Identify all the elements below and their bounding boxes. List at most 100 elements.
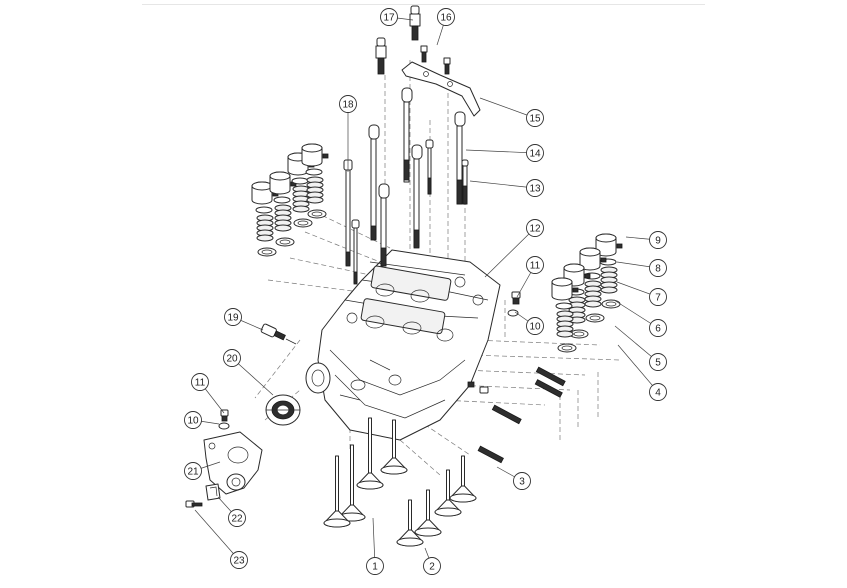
callout-circle — [526, 219, 544, 237]
callout-leader — [194, 509, 240, 561]
callout-label: 13 — [529, 184, 541, 195]
callout-circle — [526, 179, 544, 197]
callout-label: 14 — [529, 149, 541, 160]
bracket — [205, 483, 221, 501]
callout-21: 21 — [184, 461, 221, 480]
callout-14: 14 — [465, 144, 544, 162]
callout-1: 1 — [366, 517, 384, 575]
left-valvetrain — [251, 143, 329, 257]
head-bolts — [343, 87, 469, 285]
callout-10: 10 — [514, 311, 544, 335]
callout-7: 7 — [616, 281, 667, 306]
callout-label: 6 — [655, 324, 661, 335]
callout-circle — [649, 319, 667, 337]
callout-label: 9 — [655, 236, 661, 247]
callout-label: 3 — [519, 477, 525, 488]
callout-15: 15 — [479, 97, 544, 127]
callout-10: 10 — [184, 411, 220, 429]
callout-3: 3 — [496, 466, 531, 490]
callout-label: 17 — [383, 13, 395, 24]
callout-label: 10 — [187, 416, 199, 427]
callout-leader — [479, 97, 536, 119]
callout-label: 2 — [429, 562, 435, 573]
callout-leader — [484, 227, 536, 278]
callout-leader — [617, 344, 659, 393]
callout-label: 20 — [226, 354, 238, 365]
studs — [467, 366, 566, 464]
callout-label: 11 — [195, 378, 206, 389]
callout-label: 12 — [529, 224, 541, 235]
callout-circle — [191, 373, 209, 391]
callout-label: 22 — [231, 514, 243, 525]
callout-9: 9 — [625, 231, 667, 249]
callout-17: 17 — [380, 8, 414, 26]
spark-plugs — [375, 5, 421, 75]
callout-label: 19 — [227, 313, 239, 324]
cylinder-head — [305, 249, 501, 441]
callout-circle — [526, 109, 544, 127]
callout-circle — [423, 557, 441, 575]
callout-label: 8 — [655, 264, 661, 275]
callout-16: 16 — [436, 8, 455, 46]
housing-bolt — [185, 500, 203, 508]
callout-label: 15 — [529, 114, 541, 125]
callout-leader — [231, 357, 274, 396]
callout-circle — [366, 557, 384, 575]
callout-label: 11 — [530, 261, 541, 272]
valves — [323, 417, 477, 547]
callout-circle — [526, 256, 544, 274]
callout-label: 18 — [342, 100, 354, 111]
callout-22: 22 — [217, 496, 246, 527]
callout-circle — [649, 259, 667, 277]
callout-circle — [437, 8, 455, 26]
callout-circle — [526, 144, 544, 162]
right-valvetrain — [551, 233, 623, 353]
callout-8: 8 — [616, 259, 667, 277]
callout-18: 18 — [339, 95, 357, 172]
callout-leader — [614, 325, 659, 363]
callout-19: 19 — [224, 308, 264, 331]
thermostat-housing — [203, 431, 263, 495]
callout-6: 6 — [613, 299, 667, 337]
callout-leader — [465, 149, 536, 154]
chain-guide — [401, 45, 481, 117]
callout-2: 2 — [423, 547, 441, 575]
callout-circle — [649, 353, 667, 371]
callout-circle — [184, 411, 202, 429]
callout-circle — [230, 551, 248, 569]
callout-circle — [649, 231, 667, 249]
callout-circle — [339, 95, 357, 113]
callout-20: 20 — [223, 349, 274, 396]
callout-12: 12 — [484, 219, 544, 278]
callout-11: 11 — [191, 373, 225, 414]
callout-label: 23 — [233, 556, 245, 567]
callout-circle — [184, 462, 202, 480]
callout-label: 4 — [655, 388, 661, 399]
temp-sensor — [260, 323, 297, 345]
callout-leader — [469, 180, 536, 189]
callout-label: 10 — [529, 322, 541, 333]
callout-circle — [649, 288, 667, 306]
callout-circle — [228, 509, 246, 527]
callout-circle — [526, 317, 544, 335]
callout-circle — [223, 349, 241, 367]
bolt-washer-right — [507, 291, 521, 317]
callout-circle — [513, 472, 531, 490]
thermostat — [265, 394, 301, 426]
callout-11: 11 — [516, 256, 544, 298]
callout-circle — [380, 8, 398, 26]
callout-circle — [224, 308, 242, 326]
callout-4: 4 — [617, 344, 667, 401]
callout-label: 21 — [187, 467, 199, 478]
callout-13: 13 — [469, 179, 544, 197]
callout-5: 5 — [614, 325, 667, 371]
top-rule — [142, 4, 705, 5]
callout-23: 23 — [194, 509, 248, 569]
callout-label: 5 — [655, 358, 661, 369]
callout-label: 7 — [655, 293, 661, 304]
callout-circle — [649, 383, 667, 401]
callout-label: 16 — [440, 13, 452, 24]
